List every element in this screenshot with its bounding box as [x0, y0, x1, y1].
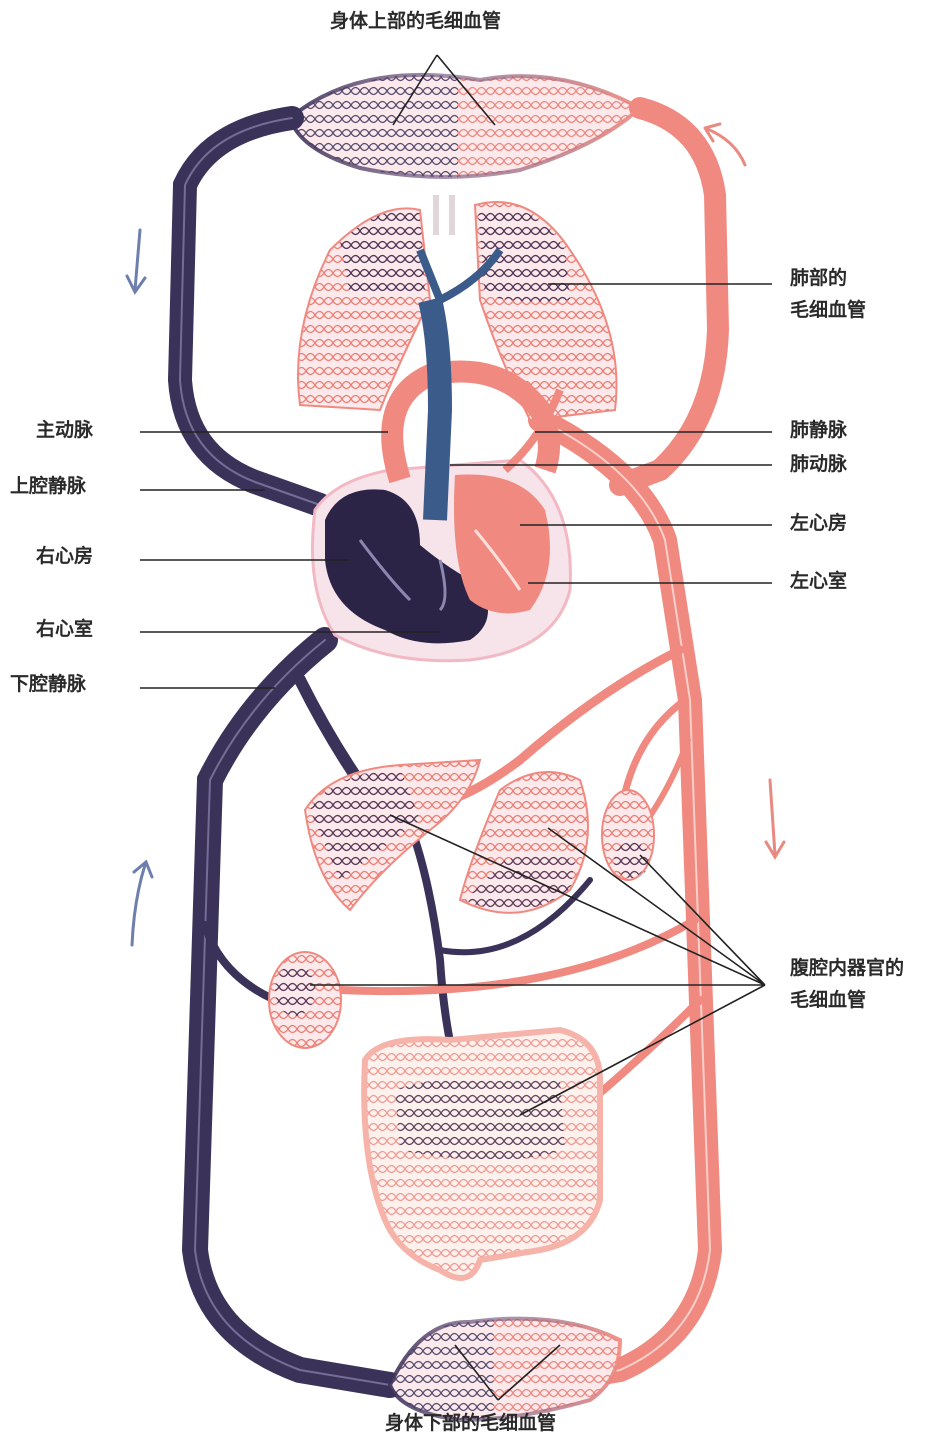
pulmonary-vein-label: 肺静脉: [790, 421, 847, 440]
kidney: [269, 952, 341, 1048]
left-ventricle-label: 左心室: [790, 572, 847, 591]
lung-capillaries-label-line1: 肺部的: [790, 262, 866, 294]
spleen: [602, 790, 654, 880]
intestines: [364, 1030, 600, 1278]
right-ventricle-label: 右心室: [36, 620, 93, 639]
arrow-up-left-icon: [132, 862, 152, 945]
inferior-vena-cava-label: 下腔静脉: [10, 675, 86, 694]
lung-capillaries-label: 肺部的 毛细血管: [790, 262, 866, 326]
lung-capillaries-label-line2: 毛细血管: [790, 294, 866, 326]
aorta-label: 主动脉: [36, 421, 93, 440]
upper-body-capillary-bed: [290, 75, 640, 177]
lungs: [298, 195, 617, 420]
superior-vena-cava-label: 上腔静脉: [10, 477, 86, 496]
arrow-down-right-icon: [766, 780, 784, 857]
lower-body-capillaries-label: 身体下部的毛细血管: [385, 1414, 556, 1433]
pulmonary-artery-label: 肺动脉: [790, 455, 847, 474]
arrow-down-left-icon: [127, 230, 145, 292]
abdominal-capillaries-label: 腹腔内器官的 毛细血管: [790, 952, 904, 1016]
right-atrium-label: 右心房: [36, 547, 93, 566]
lower-body-capillary-bed: [390, 1319, 620, 1420]
upper-body-capillaries-label: 身体上部的毛细血管: [330, 12, 501, 31]
abdominal-capillaries-label-line1: 腹腔内器官的: [790, 952, 904, 984]
left-atrium-label: 左心房: [790, 514, 847, 533]
liver: [305, 760, 480, 910]
abdominal-capillaries-label-line2: 毛细血管: [790, 984, 904, 1016]
